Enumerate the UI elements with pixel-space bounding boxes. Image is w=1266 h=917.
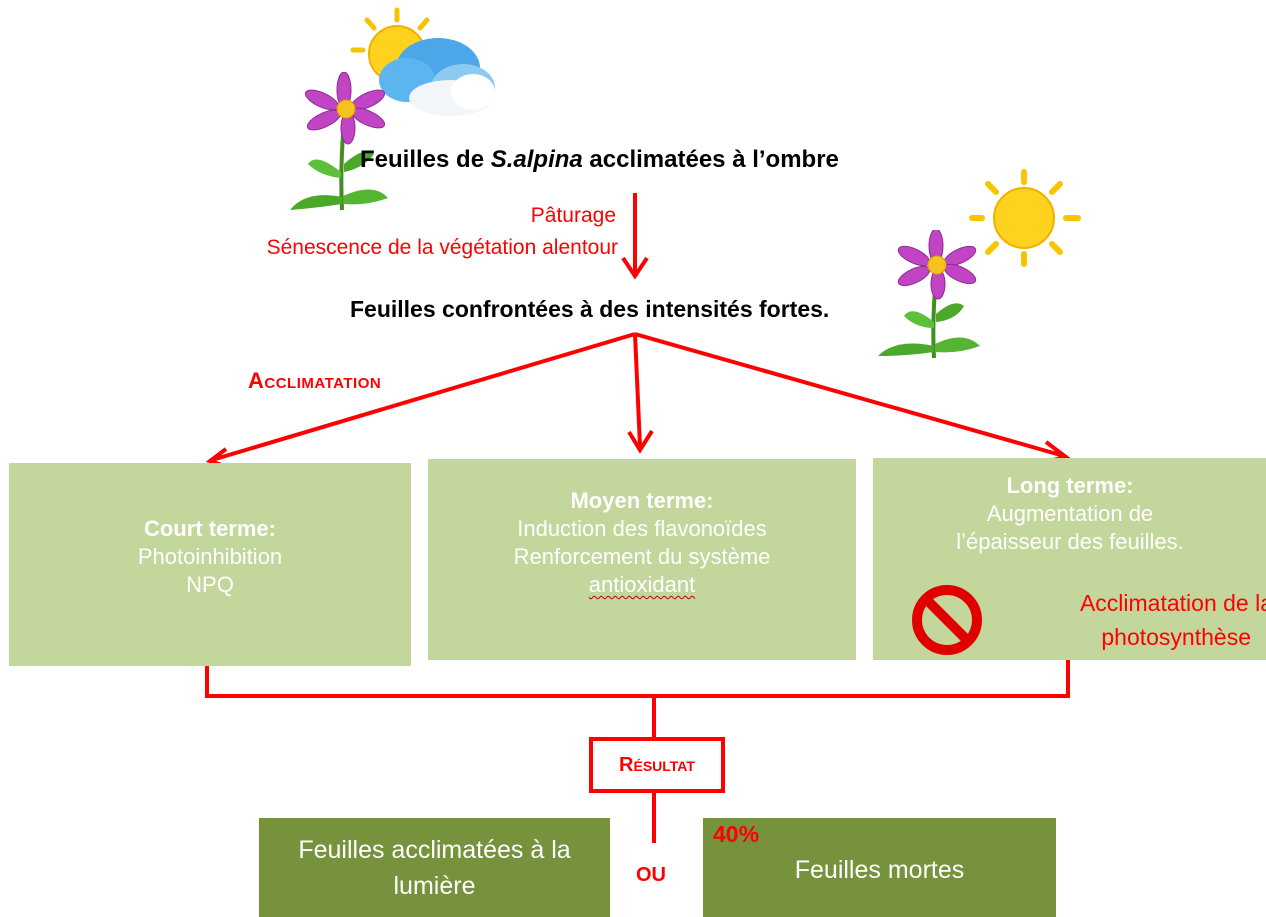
medium-term-box: Moyen terme: Induction des flavonoïdes R…	[428, 459, 856, 660]
medium-term-line-1: Induction des flavonoïdes	[517, 516, 767, 541]
blocked-line-2: photosynthèse	[1101, 624, 1251, 650]
dead-percent: 40%	[713, 821, 760, 847]
short-term-line-2: NPQ	[186, 572, 234, 597]
cause-grazing: Pâturage	[530, 204, 616, 227]
high-light-title: Feuilles confrontées à des intensités fo…	[350, 296, 830, 322]
shade-leaves-title: Feuilles de S.alpina acclimatées à l’omb…	[360, 146, 920, 174]
or-label: OU	[636, 864, 666, 886]
medium-term-line-3: antioxidant	[588, 572, 696, 597]
result-box: Résultat	[589, 737, 725, 793]
outcome-dead-box: 40% Feuilles mortes	[703, 818, 1056, 917]
long-term-box: Long terme: Augmentation de l’épaisseur …	[873, 458, 1266, 660]
blocked-line-1: Acclimatation de la	[1079, 590, 1266, 616]
long-term-line-1: Augmentation de	[986, 501, 1154, 526]
acclimatation-label: Acclimatation	[248, 368, 382, 393]
outcome-acclimated-box: Feuilles acclimatées à la lumière	[259, 818, 610, 917]
long-term-line-2: l’épaisseur des feuilles.	[956, 529, 1184, 554]
outcome-dead-label: Feuilles mortes	[794, 856, 965, 884]
medium-term-heading: Moyen terme:	[570, 488, 714, 513]
arrow-top-down	[621, 193, 649, 280]
medium-term-line-2: Renforcement du système	[513, 544, 771, 569]
arrow-to-short-term	[205, 332, 636, 469]
arrow-to-medium-term	[627, 333, 654, 454]
title-suffix: acclimatées à l’ombre	[582, 146, 839, 173]
prohibited-icon	[912, 585, 982, 655]
cause-senescence: Sénescence de la végétation alentour	[266, 236, 618, 259]
short-term-line-1: Photoinhibition	[137, 544, 283, 569]
flower-icon	[878, 230, 980, 359]
sun-icon	[969, 169, 1081, 267]
merge-bracket	[205, 660, 1070, 843]
short-term-heading: Court terme:	[143, 516, 276, 541]
sun-cloud-icon	[350, 7, 495, 116]
title-prefix: Feuilles de	[360, 146, 491, 173]
outcome-acclimated-line-1: Feuilles acclimatées à la	[298, 836, 571, 864]
species-name: S.alpina	[490, 146, 583, 173]
arrow-to-long-term	[634, 332, 1071, 464]
flower-icon	[290, 72, 388, 211]
short-term-box: Court terme: Photoinhibition NPQ	[9, 463, 411, 666]
outcome-acclimated-line-2: lumière	[393, 872, 476, 900]
long-term-heading: Long terme:	[1006, 473, 1134, 498]
